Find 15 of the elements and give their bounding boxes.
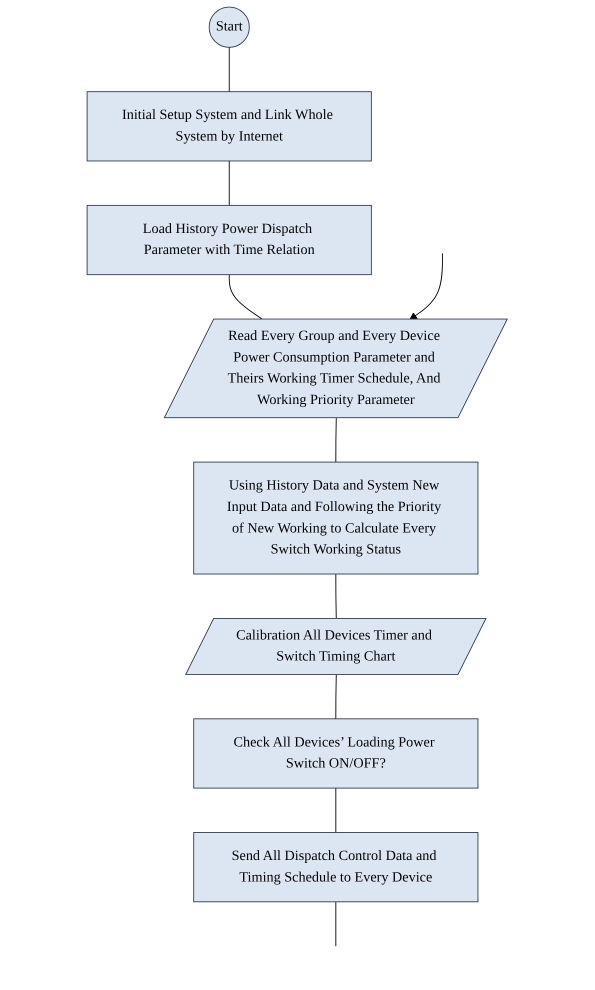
connector — [229, 46, 230, 92]
connector — [229, 274, 264, 320]
node-box: Load History Power Dispatch Parameter with Time Relation — [86, 204, 372, 276]
connector — [336, 788, 337, 833]
connector — [336, 418, 338, 463]
connector — [336, 901, 337, 947]
node-box: Initial Setup System and Link Whole System by Internet — [86, 91, 372, 162]
node-box: Check All Devices’ Loading Power Switch ON/OFF? — [194, 718, 479, 789]
node-box: Send All Dispatch Control Data and Timing Schedule to Every Device — [194, 832, 479, 902]
connector — [336, 574, 338, 620]
node-box: Using History Data and System New Input Data and Following the Priority of New Working to Calculate Every Switch Working Status — [194, 462, 479, 574]
connector — [229, 160, 230, 206]
node-circle: Start — [209, 6, 250, 48]
connector — [336, 674, 338, 720]
arrow — [410, 252, 444, 320]
